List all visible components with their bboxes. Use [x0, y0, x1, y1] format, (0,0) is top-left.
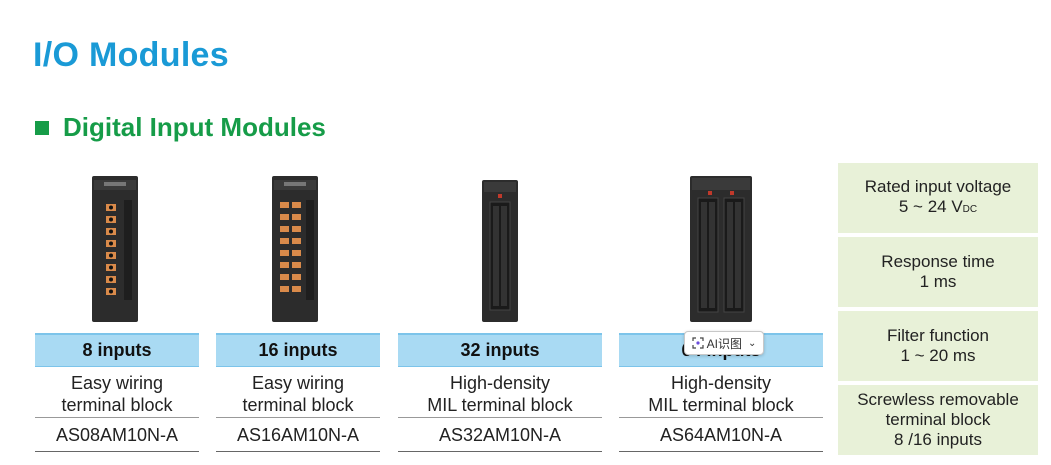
module-64-image — [690, 176, 752, 322]
square-bullet-icon — [35, 120, 49, 135]
spec-response-time-label: Response time — [881, 252, 995, 271]
spec-rated-voltage-value: 5 ~ 24 VDC — [838, 197, 1038, 220]
module-8-desc-line1: Easy wiring — [70, 372, 164, 393]
spec-filter-function: Filter function 1 ~ 20 ms — [838, 311, 1038, 381]
module-16-description: Easy wiring terminal block — [216, 370, 380, 418]
module-16-desc-line1: Easy wiring — [251, 372, 345, 393]
ai-recognize-button[interactable]: AI识图 ⌄ — [684, 331, 764, 355]
module-8-model: AS08AM10N-A — [35, 420, 199, 452]
module-32-description: High-density MIL terminal block — [398, 370, 602, 418]
module-16-inputs: 16 inputs — [216, 333, 380, 367]
spec-rated-voltage-unit-sub: DC — [962, 203, 978, 215]
module-16-desc-line2: terminal block — [242, 394, 354, 415]
ai-scan-icon — [692, 337, 704, 349]
spec-rated-voltage: Rated input voltage 5 ~ 24 VDC — [838, 163, 1038, 233]
module-8-description: Easy wiring terminal block — [35, 370, 199, 418]
module-64-desc-line2: MIL terminal block — [648, 394, 794, 415]
module-64-model: AS64AM10N-A — [619, 420, 823, 452]
spec-rated-voltage-label: Rated input voltage — [864, 176, 1012, 196]
spec-response-time: Response time 1 ms — [838, 237, 1038, 307]
spec-rated-voltage-number: 5 ~ 24 V — [898, 196, 963, 216]
module-32-model: AS32AM10N-A — [398, 420, 602, 452]
module-16-image — [272, 176, 318, 322]
section-title: Digital Input Modules — [35, 112, 326, 143]
chevron-down-icon: ⌄ — [747, 337, 757, 349]
spec-filter-function-label: Filter function — [886, 326, 990, 345]
spec-terminal-block-line1: Screwless removable — [857, 390, 1019, 409]
ai-recognize-label: AI识图 — [706, 336, 742, 351]
spec-response-time-value: 1 ms — [919, 272, 957, 291]
module-32-inputs: 32 inputs — [398, 333, 602, 367]
spec-filter-function-value: 1 ~ 20 ms — [900, 346, 976, 365]
module-32-desc-line2: MIL terminal block — [427, 394, 573, 415]
spec-terminal-block: Screwless removable terminal block 8 /16… — [838, 385, 1038, 455]
module-64-description: High-density MIL terminal block — [619, 370, 823, 418]
module-8-inputs: 8 inputs — [35, 333, 199, 367]
module-8-image — [92, 176, 138, 322]
page-title: I/O Modules — [33, 36, 229, 74]
module-64-desc-line1: High-density — [670, 372, 772, 393]
spec-terminal-block-line2: terminal block — [885, 410, 991, 429]
module-8-desc-line2: terminal block — [61, 394, 173, 415]
spec-terminal-block-line3: 8 /16 inputs — [894, 430, 982, 449]
module-32-desc-line1: High-density — [449, 372, 551, 393]
module-16-model: AS16AM10N-A — [216, 420, 380, 452]
module-32-image — [482, 180, 518, 322]
section-title-text: Digital Input Modules — [63, 112, 326, 142]
